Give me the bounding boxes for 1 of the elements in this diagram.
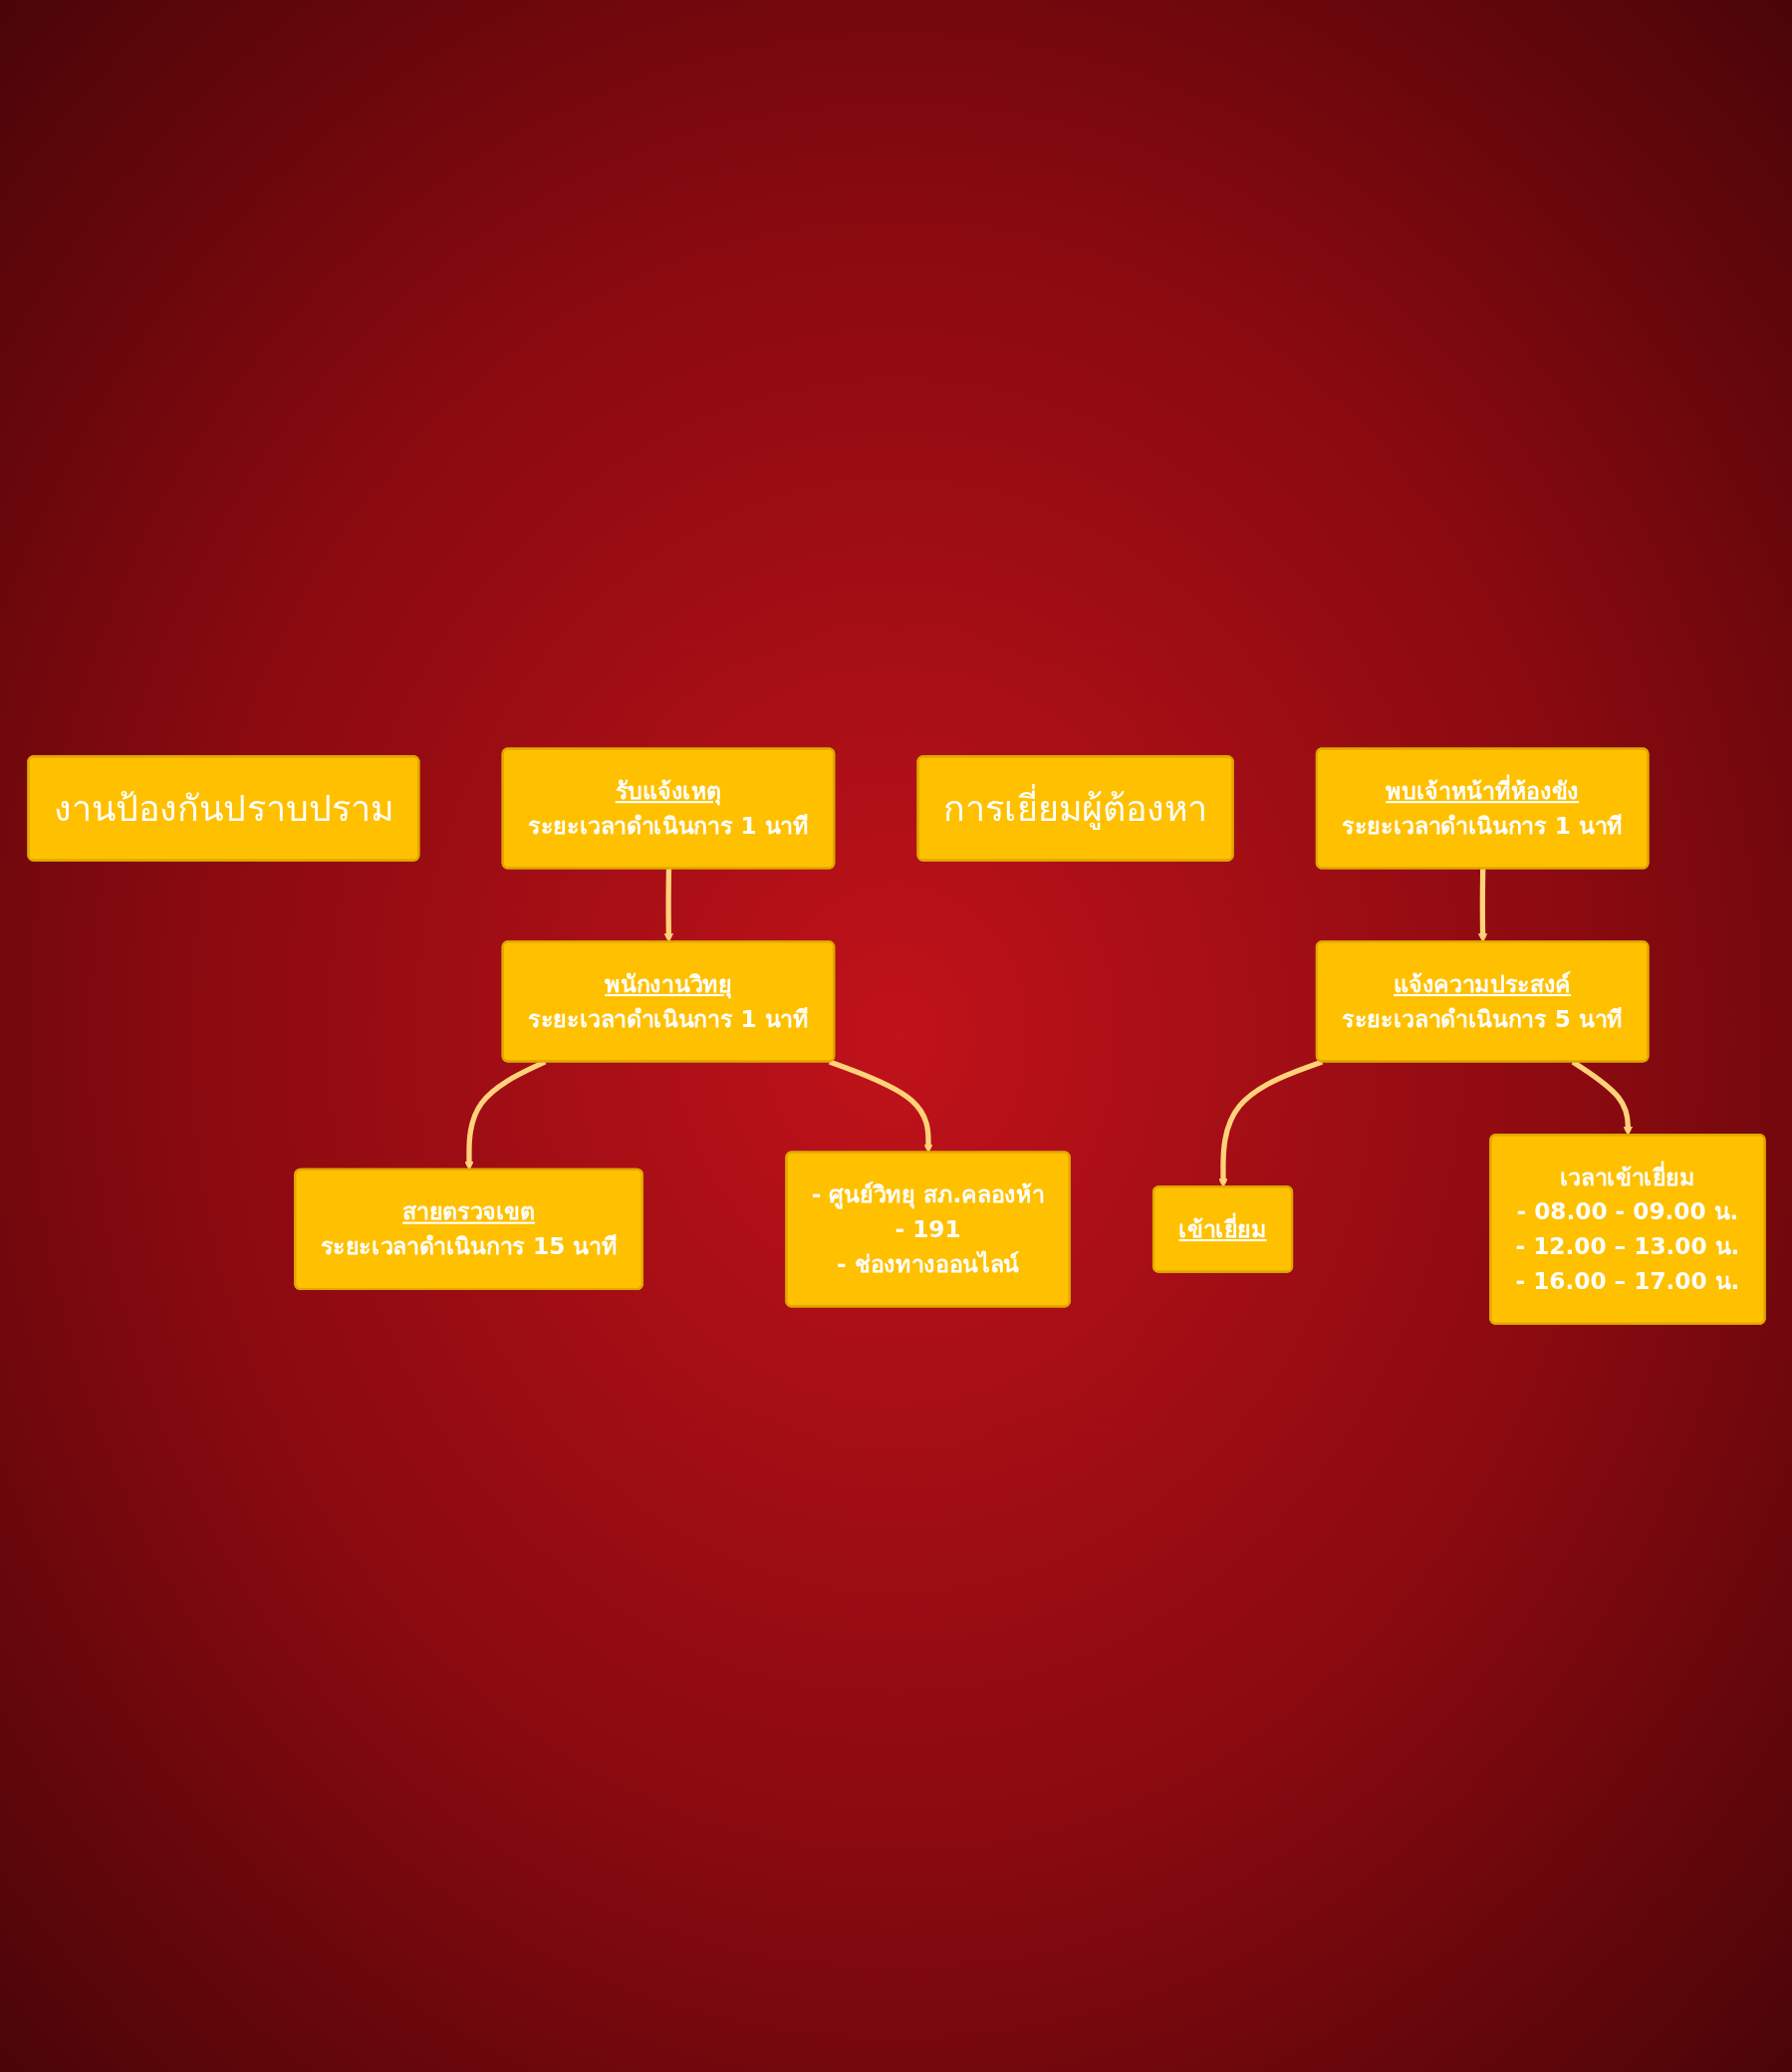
arrow [1571, 1059, 1633, 1136]
